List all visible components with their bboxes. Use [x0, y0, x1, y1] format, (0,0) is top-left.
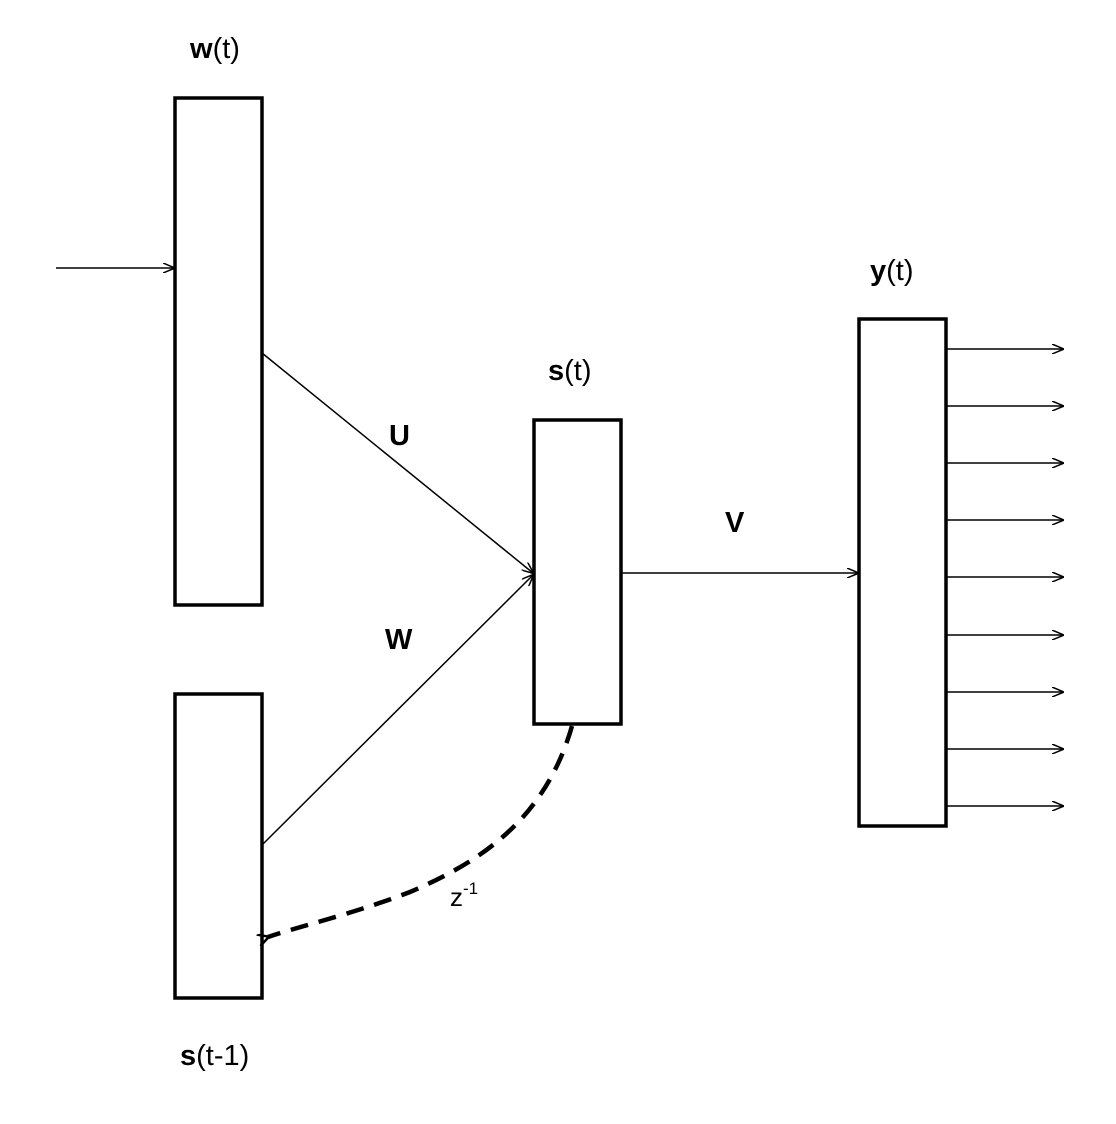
delay-exponent: -1 [463, 879, 479, 898]
weight-label-u: U [389, 420, 410, 452]
delay-base: z [450, 882, 463, 912]
input-layer-box [173, 96, 264, 607]
weight-label-v: V [725, 507, 745, 539]
u-connection [261, 352, 533, 573]
output-layer-box [857, 317, 948, 828]
weight-label-w: W [385, 624, 413, 656]
output-layer-label: y(t) [870, 255, 914, 287]
hidden-layer-label: s(t) [548, 355, 592, 387]
recurrent-delay-connection [268, 725, 575, 937]
output-arrows [946, 349, 1063, 806]
context-layer-label: s(t-1) [180, 1040, 250, 1072]
hidden-layer-box [532, 418, 623, 726]
input-layer-label: w(t) [190, 33, 240, 65]
w-connection [261, 575, 533, 846]
delay-label: z-1 [450, 880, 478, 912]
context-layer-box [173, 692, 264, 1000]
